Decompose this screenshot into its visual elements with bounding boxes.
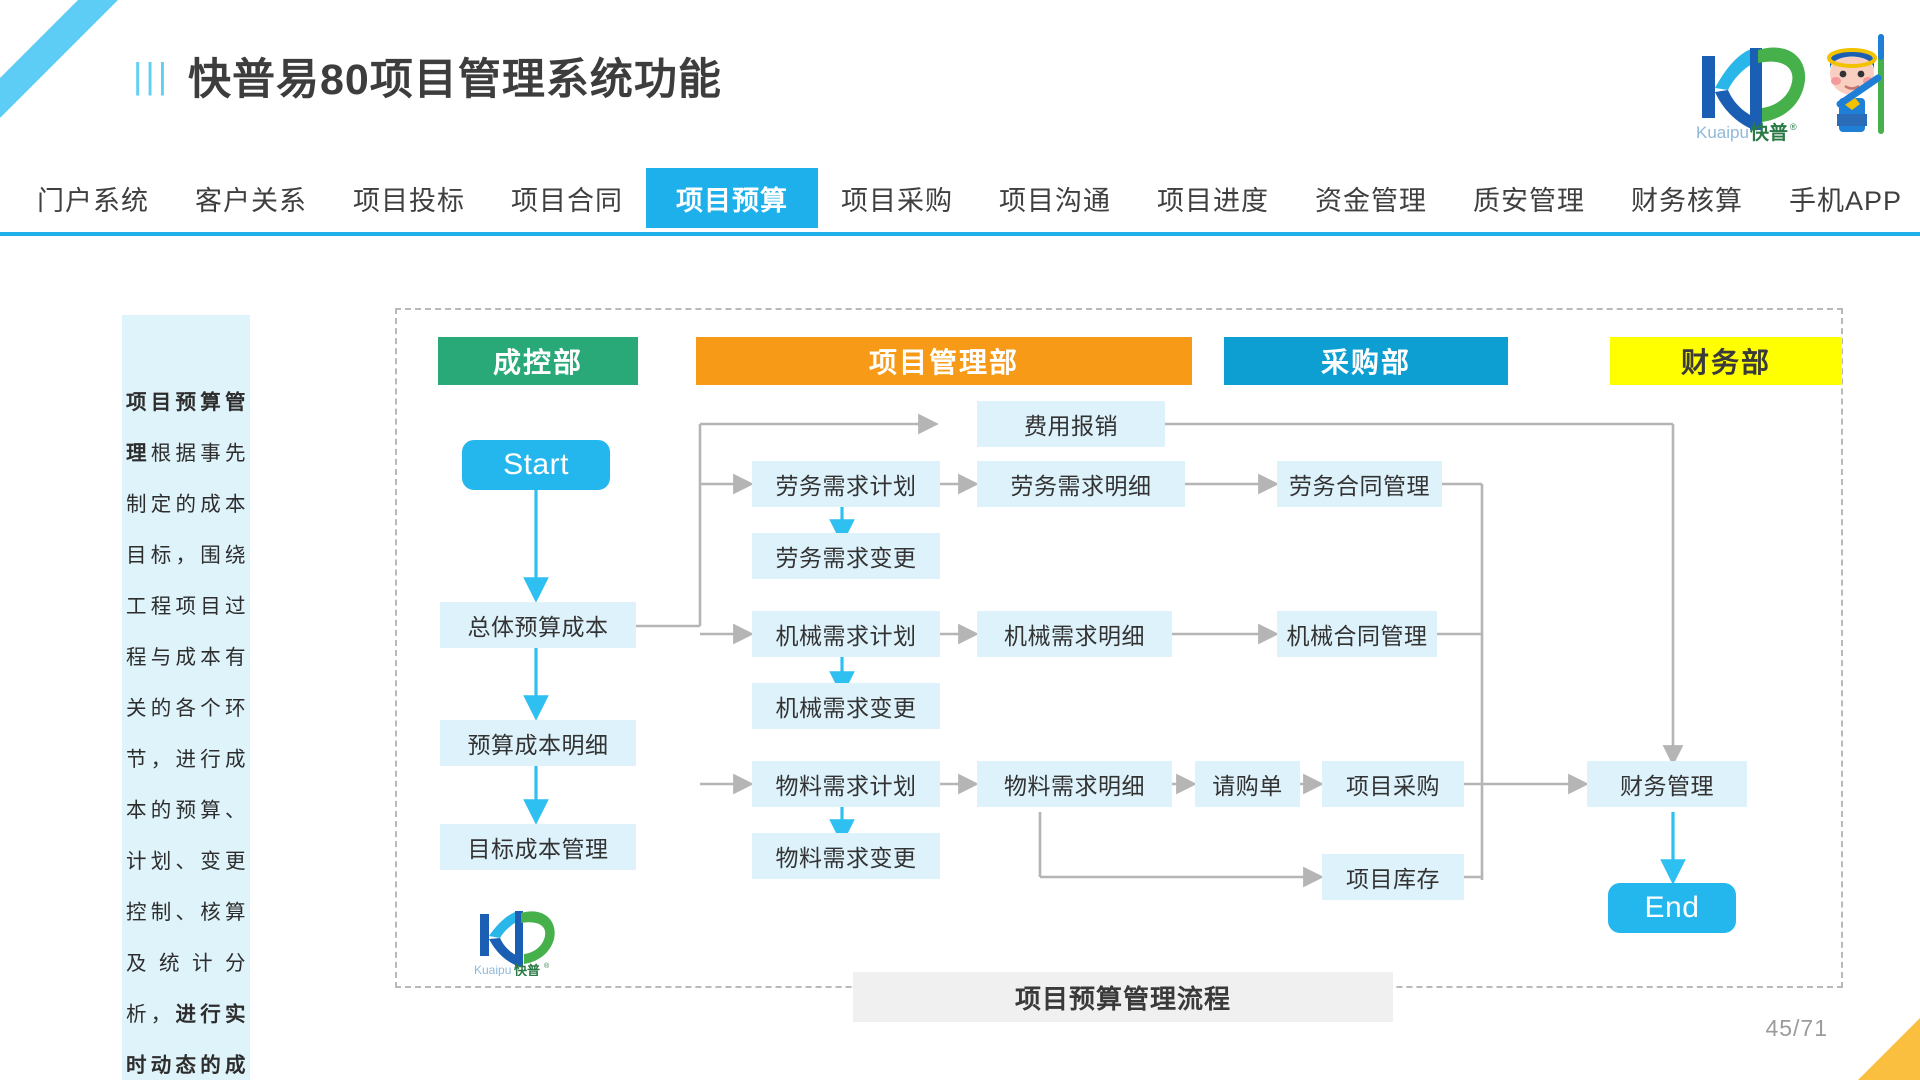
nav-item-xiangmu-jindu[interactable]: 项目进度 xyxy=(1157,185,1269,216)
description-text: 项目预算管理根据事先制定的成本目标，围绕工程项目过程与成本有关的各个环节，进行成… xyxy=(126,377,246,1080)
flow-node-machine-demand-plan[interactable]: 机械需求计划 xyxy=(752,611,940,657)
description-lead: 项目预算管理 xyxy=(126,391,246,465)
dept-header-chengkongbu: 成控部 xyxy=(438,337,638,385)
flow-node-labor-demand-detail[interactable]: 劳务需求明细 xyxy=(977,461,1185,507)
watermark-registered-mark: ® xyxy=(544,962,550,970)
kuaipu-watermark-logo: Kuaipu 快普 ® xyxy=(474,911,555,976)
nav-item-caiwu-hesuan[interactable]: 财务核算 xyxy=(1631,185,1743,216)
flow-node-project-inventory[interactable]: 项目库存 xyxy=(1322,854,1464,900)
nav-item-zhian-guanli[interactable]: 质安管理 xyxy=(1473,185,1585,216)
logo-wordmark-cn: 快普 xyxy=(1750,121,1788,142)
flow-node-budget-cost-detail[interactable]: 预算成本明细 xyxy=(440,720,636,766)
nav-underline xyxy=(0,232,1920,236)
watermark-wordmark-latin: Kuaipu xyxy=(474,963,511,976)
flow-node-target-cost-mgmt[interactable]: 目标成本管理 xyxy=(440,824,636,870)
description-body: 根据事先制定的成本目标，围绕工程项目过程与成本有关的各个环节，进行成本的预算、计… xyxy=(126,442,246,1026)
dept-header-caiwubu: 财务部 xyxy=(1610,337,1842,385)
flow-node-machine-contract-mgmt[interactable]: 机械合同管理 xyxy=(1277,611,1437,657)
description-panel: 项目预算管理根据事先制定的成本目标，围绕工程项目过程与成本有关的各个环节，进行成… xyxy=(122,315,250,1080)
title-bars-icon: ||| xyxy=(133,55,171,96)
main-nav[interactable]: 门户系统 客户关系 项目投标 项目合同 项目预算 项目采购 项目沟通 项目进度 … xyxy=(0,168,1920,228)
logo-registered-mark: ® xyxy=(1790,122,1797,132)
flow-node-finance-mgmt[interactable]: 财务管理 xyxy=(1587,761,1747,807)
flow-node-material-demand-plan[interactable]: 物料需求计划 xyxy=(752,761,940,807)
flow-node-machine-demand-change[interactable]: 机械需求变更 xyxy=(752,683,940,729)
flow-node-end[interactable]: End xyxy=(1608,883,1736,933)
flow-node-material-demand-detail[interactable]: 物料需求明细 xyxy=(977,761,1172,807)
dept-header-caigoubu: 采购部 xyxy=(1224,337,1508,385)
flow-node-material-demand-change[interactable]: 物料需求变更 xyxy=(752,833,940,879)
flow-node-total-budget-cost[interactable]: 总体预算成本 xyxy=(440,602,636,648)
watermark-wordmark-cn: 快普 xyxy=(514,963,540,976)
page-header: ||| 快普易80项目管理系统功能 xyxy=(0,0,1920,150)
flow-node-expense-reimbursement[interactable]: 费用报销 xyxy=(977,401,1165,447)
kuaipu-logo: Kuaipu 快普 ® xyxy=(1696,34,1884,142)
logo-wordmark-latin: Kuaipu xyxy=(1696,123,1749,142)
flow-node-labor-demand-plan[interactable]: 劳务需求计划 xyxy=(752,461,940,507)
nav-item-xiangmu-yusuan[interactable]: 项目预算 xyxy=(646,168,818,228)
flow-node-machine-demand-detail[interactable]: 机械需求明细 xyxy=(977,611,1172,657)
nav-item-xiangmu-caigou[interactable]: 项目采购 xyxy=(841,185,953,216)
corner-decoration-bottom-right xyxy=(1858,1018,1920,1080)
flow-node-labor-contract-mgmt[interactable]: 劳务合同管理 xyxy=(1277,461,1442,507)
flow-node-project-procurement[interactable]: 项目采购 xyxy=(1322,761,1464,807)
description-tail: 进行实时动态的成本监控与分析。 xyxy=(126,1003,246,1077)
flow-node-start[interactable]: Start xyxy=(462,440,610,490)
flow-node-labor-demand-change[interactable]: 劳务需求变更 xyxy=(752,533,940,579)
nav-item-xiangmu-hetong[interactable]: 项目合同 xyxy=(511,185,623,216)
nav-item-xiangmu-toubiao[interactable]: 项目投标 xyxy=(353,185,465,216)
nav-item-kehu-guanxi[interactable]: 客户关系 xyxy=(195,185,307,216)
nav-item-menhu-xitong[interactable]: 门户系统 xyxy=(37,185,149,216)
flow-node-purchase-request[interactable]: 请购单 xyxy=(1195,761,1300,807)
nav-item-xiangmu-goutong[interactable]: 项目沟通 xyxy=(999,185,1111,216)
page-number: 45/71 xyxy=(1765,1015,1828,1041)
nav-item-zijin-guanli[interactable]: 资金管理 xyxy=(1315,185,1427,216)
dept-header-xiangmu-guanlibu: 项目管理部 xyxy=(696,337,1192,385)
page-title: 快普易80项目管理系统功能 xyxy=(188,56,722,104)
corner-decoration-top-left-inner xyxy=(0,0,78,78)
flowchart-caption: 项目预算管理流程 xyxy=(853,972,1393,1022)
nav-item-shouji-app[interactable]: 手机APP xyxy=(1789,185,1903,216)
